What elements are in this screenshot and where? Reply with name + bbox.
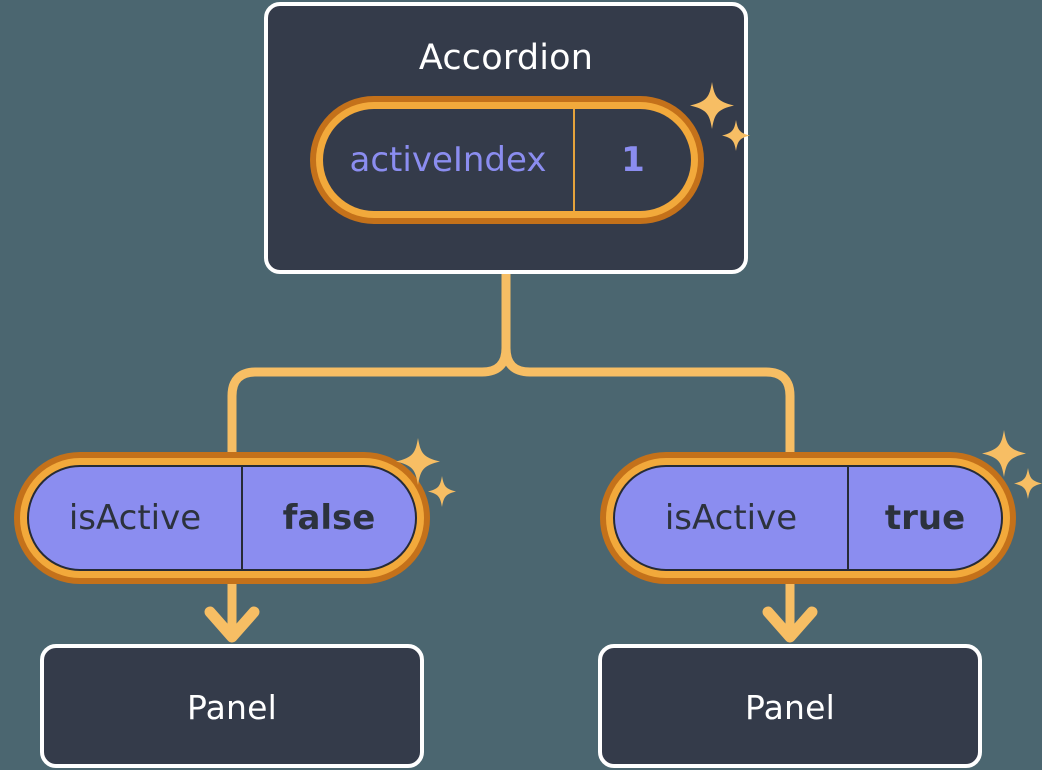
state-pill-activeindex[interactable]: activeIndex 1 [310, 96, 704, 224]
connector-to-left-branch [227, 347, 511, 452]
arrowhead-right [762, 606, 818, 643]
state-key-label: isActive [29, 467, 243, 569]
sparkle-small-icon [1014, 468, 1042, 499]
sparkle-small-icon [428, 476, 456, 507]
component-title: Accordion [418, 38, 594, 78]
state-key-label: activeIndex [323, 109, 575, 211]
pill-body: isActive false [27, 465, 417, 571]
pill-ring-outer: isActive false [14, 452, 430, 584]
state-pill-isactive-false[interactable]: isActive false [14, 452, 430, 584]
component-title: Panel [744, 688, 836, 727]
pill-ring-outer: isActive true [600, 452, 1016, 584]
pill-body: activeIndex 1 [323, 109, 691, 211]
pill-ring-outer: activeIndex 1 [310, 96, 704, 224]
state-key-label: isActive [615, 467, 849, 569]
component-title: Panel [186, 688, 278, 727]
pill-ring-inner: activeIndex 1 [316, 102, 698, 218]
connector-to-right-branch [501, 347, 795, 452]
pill-ring-inner: isActive false [20, 458, 424, 578]
pill-body: isActive true [613, 465, 1003, 571]
state-value-label: false [282, 498, 376, 538]
pill-ring-inner: isActive true [606, 458, 1010, 578]
state-value-label: true [884, 498, 966, 538]
state-pill-isactive-true[interactable]: isActive true [600, 452, 1016, 584]
component-card-panel-left[interactable]: Panel [40, 644, 424, 768]
arrowhead-left [204, 606, 260, 643]
component-card-panel-right[interactable]: Panel [598, 644, 982, 768]
state-value-label: 1 [621, 140, 645, 180]
